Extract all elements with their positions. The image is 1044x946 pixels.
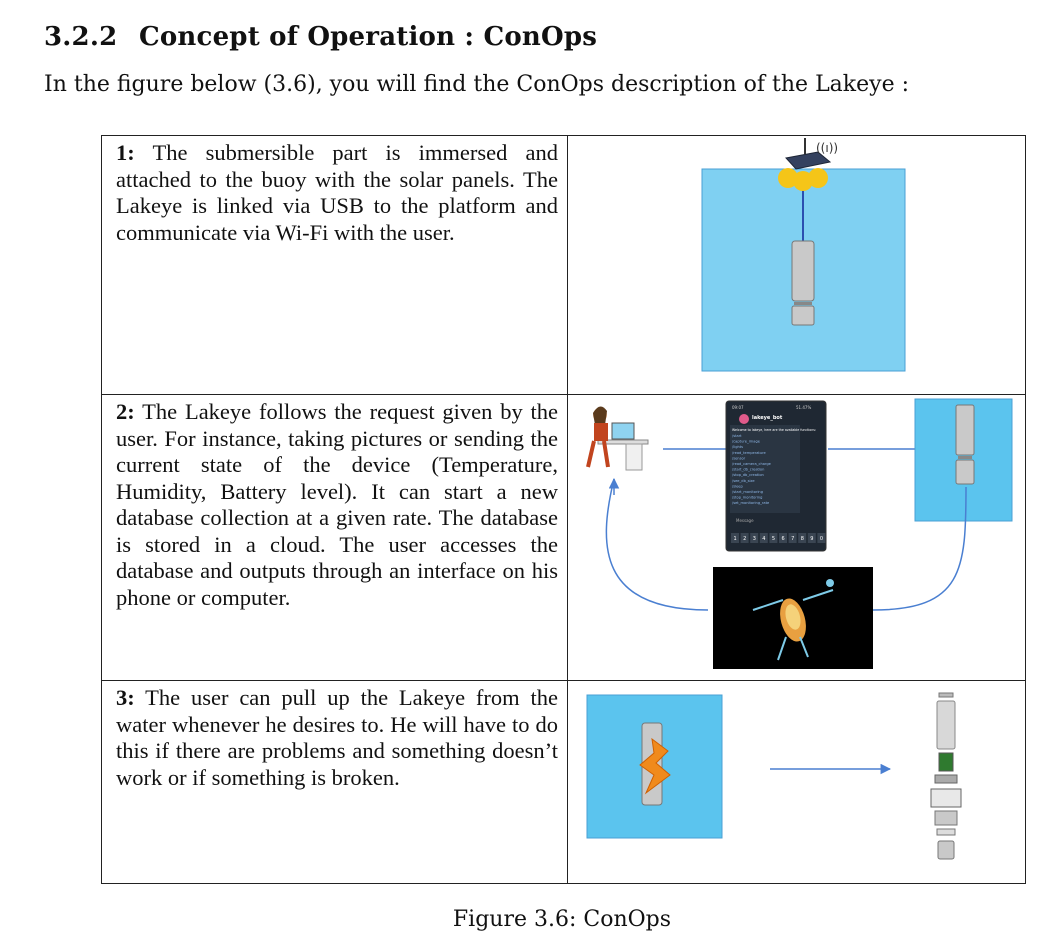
command-list: Welcome to lakeye, here are the availabl… (732, 428, 816, 505)
plankton-image (713, 567, 873, 669)
keypad-key[interactable] (798, 533, 807, 543)
bot-command[interactable]: /start (732, 434, 742, 438)
keypad-key[interactable] (731, 533, 739, 543)
step-text: The Lakeye follows the request given by … (116, 399, 558, 610)
conops-table: 1: The submersible part is immersed and … (101, 135, 1026, 884)
phone-battery: 51.47% (796, 405, 811, 410)
bot-welcome-message: Welcome to lakeye, here are the availabl… (732, 428, 816, 432)
bot-avatar-icon (739, 414, 749, 424)
step-text: The submersible part is immersed and att… (116, 140, 558, 245)
keypad-key[interactable] (807, 533, 816, 543)
keypad-key[interactable] (779, 533, 787, 543)
keypad-key[interactable] (817, 533, 826, 543)
step-text: The user can pull up the Lakeye from the… (116, 685, 558, 790)
keypad-key-label: 0 (820, 536, 823, 542)
keypad-key-label: 4 (762, 536, 765, 542)
solar-buoy-icon (778, 138, 832, 191)
keypad-key-label: 5 (772, 536, 775, 542)
bot-command[interactable]: /see_db_size (732, 479, 755, 483)
user-at-desk-icon (586, 406, 649, 471)
disassembled-probe-icon (930, 692, 962, 860)
probe-retrieval-diagram (586, 692, 962, 860)
bot-command[interactable]: /sleep (732, 484, 744, 488)
table-row: 3: The user can pull up the Lakeye from … (101, 680, 1026, 884)
keypad-key-label: 8 (801, 536, 804, 542)
lakeye-probe-icon (955, 404, 975, 485)
figure-caption: Figure 3.6: ConOps (0, 907, 1044, 932)
phone-status-time: 09:07 (732, 405, 744, 410)
keypad-key[interactable] (750, 533, 759, 543)
bot-command[interactable]: /capture_image (732, 440, 761, 444)
message-input: Message (736, 518, 754, 523)
keypad-key-label: 9 (810, 536, 813, 542)
figure-caption-text: Figure 3.6: ConOps (452, 907, 672, 932)
section-title: Concept of Operation : ConOps (139, 22, 598, 52)
row-2-illustration: 09:07 51.47% lakeye_bot Welcome to lakey… (567, 394, 1026, 681)
keypad-key[interactable] (769, 533, 778, 543)
bot-command[interactable]: /read_camera_charge (732, 462, 772, 466)
row-1-description: 1: The submersible part is immersed and … (102, 136, 567, 246)
wifi-signal-icon: ((ı)) (816, 141, 838, 155)
step-number: 1: (116, 140, 135, 165)
table-row: 1: The submersible part is immersed and … (101, 135, 1026, 395)
row-3-description: 3: The user can pull up the Lakeye from … (102, 681, 567, 791)
row-2-text-cell: 2: The Lakeye follows the request given … (101, 394, 568, 681)
section-number: 3.2.2 (44, 22, 118, 52)
lakeye-probe-icon (791, 240, 815, 326)
keypad-key-label: 1 (734, 536, 737, 542)
data-flow-diagram: 09:07 51.47% lakeye_bot Welcome to lakey… (586, 398, 1013, 669)
phone-screen: 09:07 51.47% lakeye_bot Welcome to lakey… (725, 400, 827, 552)
table-row: 2: The Lakeye follows the request given … (101, 394, 1026, 681)
arrow-image-to-user (605, 478, 709, 611)
bot-command[interactable]: /start_monitoring (732, 490, 763, 494)
section-heading: 3.2.2 Concept of Operation : ConOps (44, 22, 597, 52)
step-number: 2: (116, 399, 135, 424)
keypad-key-label: 7 (791, 536, 794, 542)
bot-command[interactable]: /set_monitoring_rate (732, 501, 770, 505)
keypad-key-label: 2 (743, 536, 746, 542)
bot-command[interactable]: /sensor (732, 456, 746, 460)
bot-command[interactable]: /start_db_creation (732, 468, 764, 472)
bot-command[interactable]: /read_temperature (732, 451, 766, 455)
keypad-key[interactable] (788, 533, 797, 543)
broken-probe-icon (639, 722, 671, 806)
keypad-key[interactable] (740, 533, 749, 543)
buoy-deployment-diagram: ((ı)) (701, 138, 906, 372)
arrow-probe-to-image (872, 486, 967, 611)
keypad-key-label: 6 (782, 536, 785, 542)
bot-command[interactable]: /lights (732, 445, 743, 449)
bot-command[interactable]: /stop_db_creation (732, 473, 764, 477)
intro-paragraph: In the figure below (3.6), you will find… (44, 72, 910, 97)
bot-command[interactable]: /stop_monitoring (732, 496, 762, 500)
bot-name: lakeye_bot (752, 415, 783, 421)
row-3-text-cell: 3: The user can pull up the Lakeye from … (101, 680, 568, 884)
keypad-key-label: 3 (753, 536, 756, 542)
keypad-key[interactable] (759, 533, 768, 543)
row-2-description: 2: The Lakeye follows the request given … (102, 395, 567, 611)
row-1-text-cell: 1: The submersible part is immersed and … (101, 135, 568, 395)
row-3-illustration (567, 680, 1026, 884)
row-1-illustration: ((ı)) (567, 135, 1026, 395)
step-number: 3: (116, 685, 135, 710)
